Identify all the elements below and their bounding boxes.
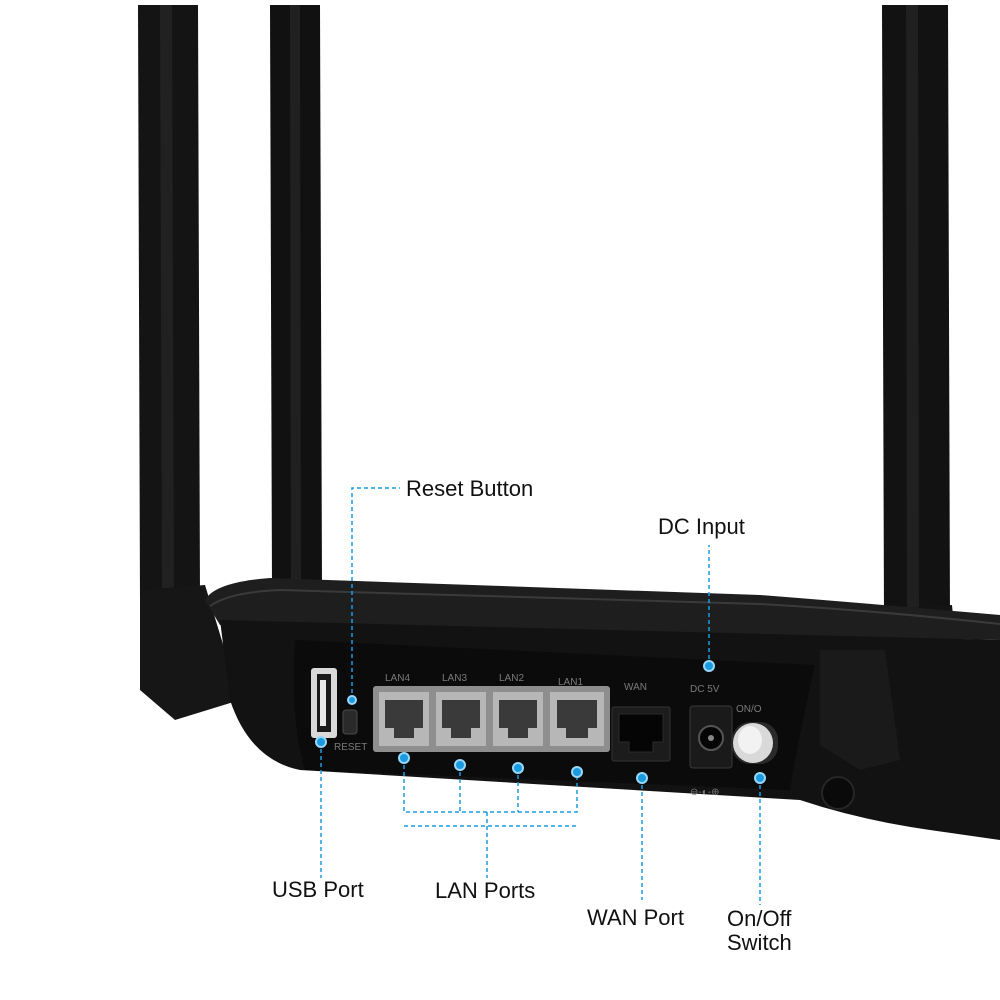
- leader-reset: [351, 487, 400, 700]
- dc-jack: [689, 705, 733, 769]
- dot-wan: [636, 772, 648, 784]
- dc-input-callout: DC Input: [658, 514, 745, 539]
- leader-lan-bracket: [403, 758, 578, 878]
- dot-lan4: [398, 752, 410, 764]
- antenna-left-far: [138, 5, 200, 600]
- lan4-label: LAN4: [385, 673, 410, 684]
- antenna-left-near: [270, 5, 322, 590]
- wan-port: [611, 706, 671, 762]
- antenna-right: [882, 5, 950, 620]
- lan-port-1: [550, 692, 604, 746]
- usb-port-callout: USB Port: [272, 877, 364, 902]
- lan3-label: LAN3: [442, 673, 467, 684]
- wan-label: WAN: [624, 682, 647, 693]
- usb-port: [311, 668, 337, 738]
- dot-lan1: [571, 766, 583, 778]
- lan-port-4: [379, 692, 429, 746]
- dot-switch: [754, 772, 766, 784]
- lan-ports-callout: LAN Ports: [435, 878, 536, 903]
- on-off-switch-callout-line2: Switch: [727, 930, 792, 955]
- dc-label: DC 5V: [690, 684, 720, 695]
- lan-port-2: [493, 692, 543, 746]
- on-label: ON/O: [736, 704, 762, 715]
- lan2-label: LAN2: [499, 673, 524, 684]
- dot-usb: [315, 736, 327, 748]
- on-off-switch-callout-line1: On/Off: [727, 906, 792, 931]
- wan-port-callout: WAN Port: [587, 905, 684, 930]
- side-bracket: [820, 650, 900, 770]
- power-switch: [732, 722, 778, 764]
- lan-port-3: [436, 692, 486, 746]
- reset-label: RESET: [334, 742, 367, 753]
- antenna-hinge-left: [140, 585, 240, 720]
- polarity-mark: ⊖-◐-⊕: [690, 787, 719, 798]
- lan1-label: LAN1: [558, 677, 583, 688]
- dot-dc: [703, 660, 715, 672]
- dot-lan3: [454, 759, 466, 771]
- reset-button-hole: [342, 709, 358, 735]
- dot-lan2: [512, 762, 524, 774]
- dot-reset: [347, 695, 357, 705]
- reset-button-callout: Reset Button: [406, 476, 534, 501]
- screw-hole: [821, 776, 855, 810]
